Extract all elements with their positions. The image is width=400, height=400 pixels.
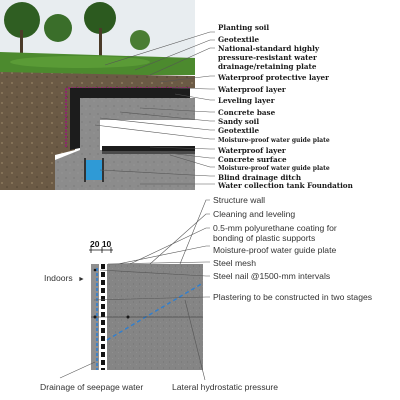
lower-waterproof-layer xyxy=(102,146,195,151)
tree-trunk xyxy=(20,30,23,55)
label-waterproof-layer: Waterproof layer xyxy=(217,85,286,94)
indoors-arrow-icon: ► xyxy=(78,276,85,283)
tree xyxy=(130,30,150,50)
label-structure-wall: Structure wall xyxy=(213,195,265,205)
label-moisture-proof-plate: Moisture-proof water guide plate xyxy=(218,137,330,144)
label-steel-mesh: Steel mesh xyxy=(213,258,256,268)
caption-lateral-hydrostatic: Lateral hydrostatic pressure xyxy=(172,382,278,392)
label-moisture-proof-plate-bottom: Moisture-proof water guide plate xyxy=(213,245,336,255)
label-drainage-plate-line1: National-standard highly xyxy=(218,44,320,53)
label-concrete-base: Concrete base xyxy=(218,108,276,117)
label-water-collection-tank: Water collection tank Foundation xyxy=(217,181,354,190)
label-waterproof-protective-layer: Waterproof protective layer xyxy=(217,73,329,82)
lawn-highlight xyxy=(10,56,150,68)
blind-drainage-ditch xyxy=(86,160,102,180)
label-polyurethane-line2: bonding of plastic supports xyxy=(213,233,315,243)
label-planting-soil: Planting soil xyxy=(218,23,269,32)
waterproof-layer-band xyxy=(70,88,190,150)
caption-drainage-seepage: Drainage of seepage water xyxy=(40,382,143,392)
label-blind-drainage-ditch: Blind drainage ditch xyxy=(218,173,302,182)
tree xyxy=(44,14,72,42)
label-moisture-proof-plate-2: Moisture-proof water guide plate xyxy=(218,165,330,172)
bottom-leader-lines xyxy=(59,199,210,381)
top-section-illustration xyxy=(0,0,195,190)
label-geotextile: Geotextile xyxy=(218,35,259,44)
tree xyxy=(84,2,116,34)
bottom-labels: Structure wall Cleaning and leveling 0.5… xyxy=(40,195,372,392)
label-cleaning-leveling: Cleaning and leveling xyxy=(213,209,295,219)
label-drainage-plate-line2: pressure-resistant water xyxy=(218,53,317,62)
tree xyxy=(4,2,40,38)
hydrostatic-pressure-line xyxy=(106,282,204,341)
tree-trunk xyxy=(99,28,102,56)
label-indoors: Indoors xyxy=(44,273,73,283)
steel-nail xyxy=(93,268,97,272)
label-waterproof-layer-2: Waterproof layer xyxy=(217,146,286,155)
label-geotextile-2: Geotextile xyxy=(218,126,259,135)
label-leveling-layer: Leveling layer xyxy=(218,96,275,105)
label-polyurethane-line1: 0.5-mm polyurethane coating for xyxy=(213,223,337,233)
label-sandy-soil: Sandy soil xyxy=(218,117,259,126)
top-leader-lines xyxy=(94,31,215,185)
lower-drain-board xyxy=(102,151,195,154)
label-plastering-two-stages: Plastering to be constructed in two stag… xyxy=(213,292,372,302)
soil-mass xyxy=(0,72,195,190)
dimension-label: 20 10 xyxy=(90,239,112,249)
label-steel-nail: Steel nail @1500-mm intervals xyxy=(213,271,330,281)
label-concrete-surface: Concrete surface xyxy=(218,155,287,164)
ditch-wall xyxy=(84,158,86,182)
bottom-section-illustration: 20 10 xyxy=(89,239,204,370)
top-labels: Planting soil Geotextile National-standa… xyxy=(217,23,354,190)
label-drainage-plate-line3: drainage/retaining plate xyxy=(218,62,317,71)
